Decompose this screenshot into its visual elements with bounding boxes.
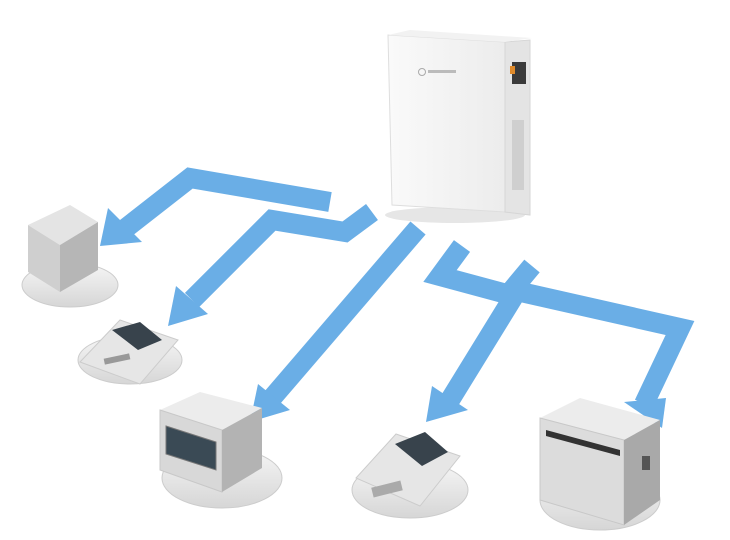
arrowhead-4 [426,386,468,422]
arrow-1 [119,167,332,236]
battery-unit [385,30,532,223]
device-3 [159,392,283,509]
screen [112,322,162,350]
device-2 [77,319,183,385]
arrowhead-1 [100,208,142,246]
arrow-4 [423,240,530,406]
arrow-5 [493,259,695,409]
arrowhead-2 [168,286,208,326]
arrows [119,167,695,409]
logo-icon [418,68,426,76]
device-1 [21,205,119,308]
device-5 [539,398,661,531]
screen [165,425,217,471]
arrow-2 [184,203,378,308]
arrow-3 [264,221,426,405]
device-4 [351,432,469,519]
screen [395,432,448,466]
